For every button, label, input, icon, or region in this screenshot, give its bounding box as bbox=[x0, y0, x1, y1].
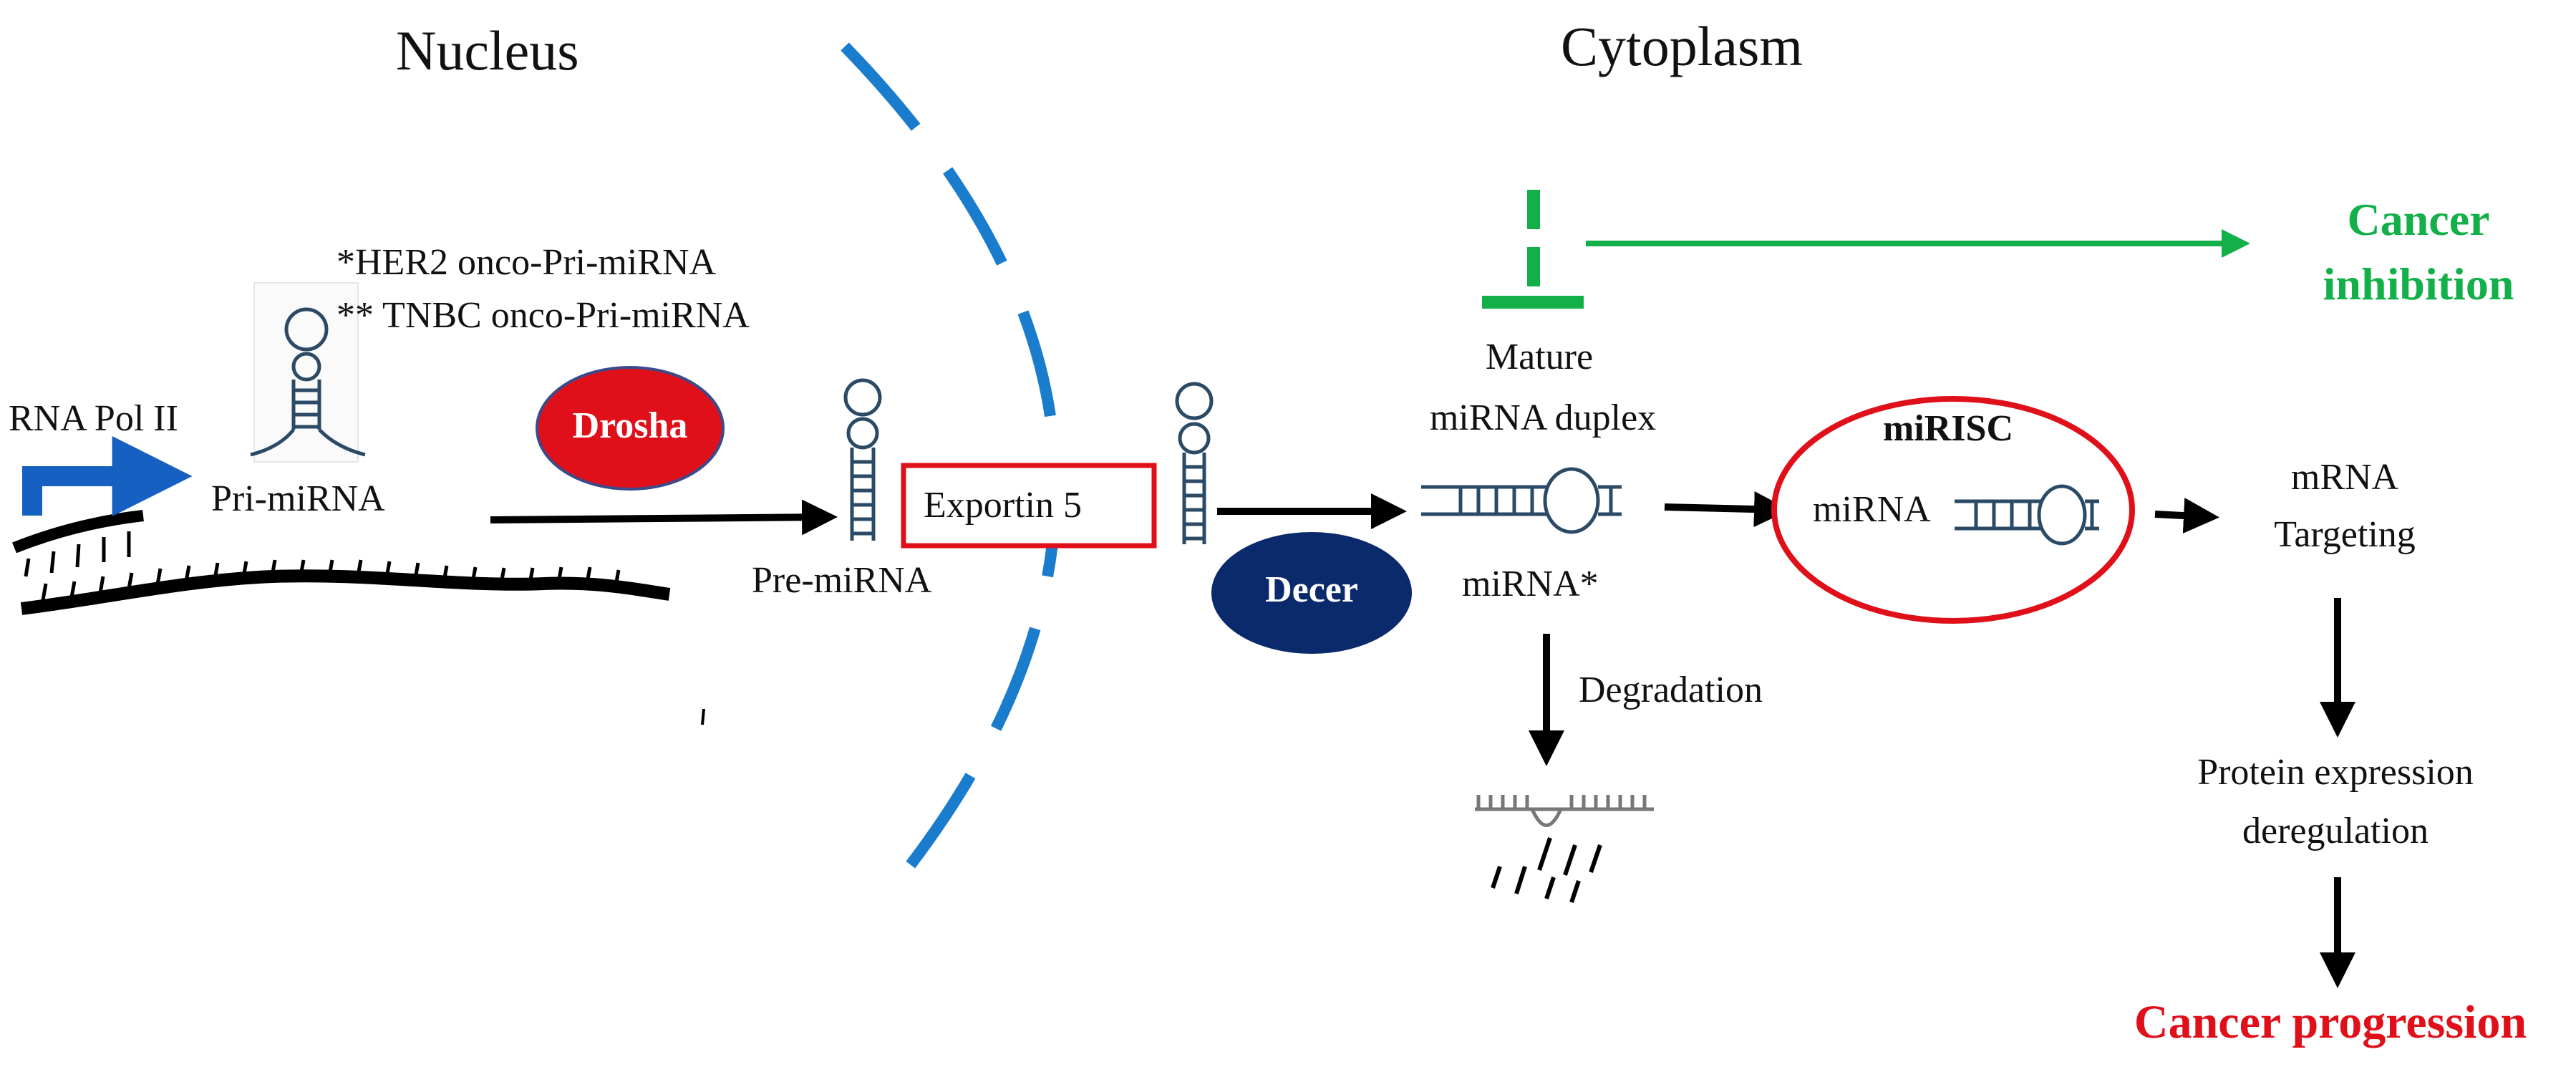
targeting-label: Targeting bbox=[2274, 514, 2416, 555]
drosha-enzyme bbox=[536, 366, 725, 491]
her2-label: *HER2 onco-Pri-miRNA bbox=[336, 242, 717, 283]
tnbc-label: ** TNBC onco-Pri-miRNA bbox=[336, 295, 750, 336]
deregulation-label: deregulation bbox=[2242, 811, 2429, 851]
nucleus-label: Nucleus bbox=[396, 19, 579, 82]
decer-label: Decer bbox=[1265, 569, 1358, 610]
mature-label: Mature bbox=[1485, 337, 1594, 377]
mrna-label: mRNA bbox=[2290, 457, 2399, 498]
mature-duplex-icon bbox=[1421, 467, 1622, 534]
exportin-5-box bbox=[901, 463, 1157, 549]
pre-mirna-hairpin-icon bbox=[843, 378, 882, 541]
decer-enzyme bbox=[1211, 532, 1412, 654]
drosha-label: Drosha bbox=[572, 405, 688, 446]
mirna-star-label: miRNA* bbox=[1462, 564, 1599, 604]
stray-mark bbox=[701, 708, 705, 725]
protein-expression-label: Protein expression bbox=[2197, 752, 2474, 793]
arrow-mirisc-to-mrna bbox=[2154, 498, 2219, 534]
cancer-inhibition-label-1: Cancer bbox=[2347, 194, 2490, 245]
mirna-duplex-label: miRNA duplex bbox=[1429, 397, 1657, 438]
degradation-label: Degradation bbox=[1579, 670, 1763, 710]
cancer-inhibition-label-2: inhibition bbox=[2323, 259, 2514, 309]
degraded-mirna-icon bbox=[1475, 795, 1654, 827]
exportin-5-label: Exportin 5 bbox=[924, 485, 1082, 526]
pri-mirna-hairpin-icon bbox=[250, 282, 366, 463]
nuclear-membrane bbox=[841, 42, 1062, 870]
mirisc-label: miRISC bbox=[1883, 408, 2014, 449]
pre-mirna-label: Pre-miRNA bbox=[752, 560, 932, 601]
arrow-pri-to-pre bbox=[490, 499, 838, 536]
mirisc-complex bbox=[1771, 396, 2135, 624]
dna-strand-icon bbox=[12, 510, 671, 615]
mirisc-duplex-icon bbox=[1955, 484, 2099, 546]
inhibition-symbol-icon bbox=[1482, 190, 1584, 309]
fragment-bits-icon bbox=[1491, 837, 1602, 903]
cancer-progression-label: Cancer progression bbox=[2134, 996, 2527, 1048]
arrow-duplex-to-mirisc bbox=[1664, 491, 1790, 528]
exported-hairpin-icon bbox=[1175, 382, 1214, 544]
cytoplasm-label: Cytoplasm bbox=[1561, 15, 1803, 77]
rna-pol-label: RNA Pol II bbox=[9, 398, 178, 439]
mirisc-mirna-label: miRNA bbox=[1813, 489, 1931, 530]
pri-mirna-label: Pri-miRNA bbox=[211, 478, 385, 519]
rna-pol-arrow-icon bbox=[22, 436, 193, 516]
